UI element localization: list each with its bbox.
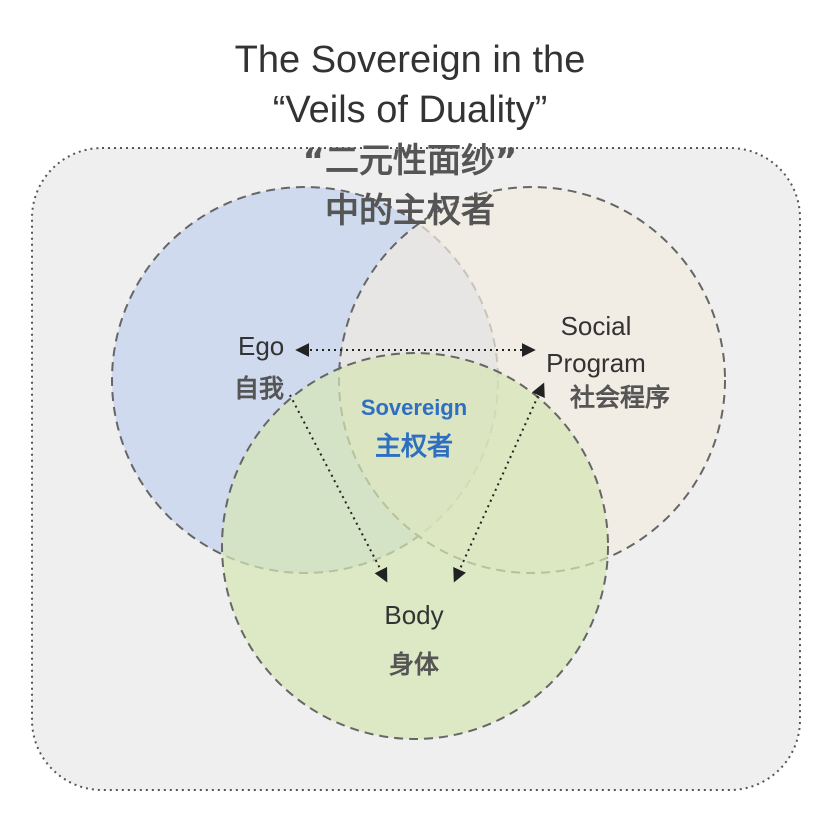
title-zh-line1: “二元性面纱” [303, 141, 518, 181]
social-label-en-line1: Social [561, 311, 632, 341]
body-label-en: Body [384, 600, 443, 630]
title-en-line2: “Veils of Duality” [273, 89, 548, 131]
ego-label: Ego 自我 [234, 331, 284, 403]
sovereign-label-zh: 主权者 [375, 432, 453, 462]
title-en-line1: The Sovereign in the [235, 39, 586, 81]
social-program-label: Social Program 社会程序 [546, 311, 670, 412]
social-label-zh: 社会程序 [570, 383, 670, 412]
ego-label-zh: 自我 [234, 374, 284, 403]
body-label: Body 身体 [384, 600, 443, 679]
title-zh-line2: 中的主权者 [325, 191, 495, 231]
social-label-en-line2: Program [546, 348, 646, 378]
body-label-zh: 身体 [389, 650, 440, 679]
sovereign-label-en: Sovereign [361, 395, 467, 420]
ego-label-en: Ego [238, 331, 284, 361]
sovereign-label: Sovereign 主权者 [361, 395, 467, 462]
title-block: The Sovereign in the “Veils of Duality” … [235, 39, 586, 231]
